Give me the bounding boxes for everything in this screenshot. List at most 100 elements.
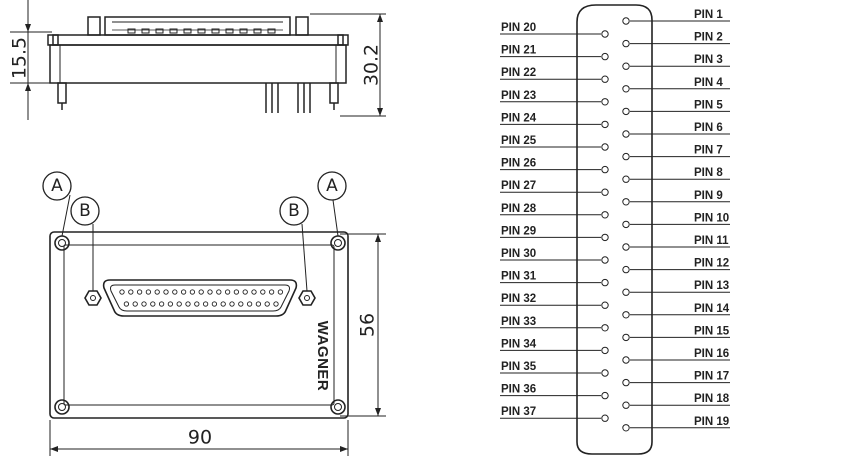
dsub-contact [277,289,284,295]
pin-contact-left [601,188,609,196]
dsub-contact [163,289,169,295]
pin-contact-left [601,414,609,422]
pin-label-right: PIN 16 [694,348,729,360]
dsub-contact [211,301,218,307]
dsub-contact [202,301,209,307]
pin-label-right: PIN 6 [694,122,723,134]
pin-label-left: PIN 24 [501,112,537,124]
callout-circles [42,171,347,226]
pin-contact-left [601,120,609,129]
pin-label-right: PIN 1 [694,9,723,21]
pin-contact-right [622,107,630,116]
pin-contact-right [622,175,630,183]
pin-contact-right [622,62,630,70]
dimension-depth: 56 [357,313,379,337]
pin-contact-right [622,311,630,319]
dsub-contact [238,301,244,307]
pin-contact-left [601,165,609,174]
dsub-contact [229,301,235,307]
dsub-contact [268,289,275,295]
pin-label-left: PIN 36 [501,384,536,396]
pin-contact-left [601,233,609,242]
pin-label-left: PIN 31 [501,271,537,283]
dsub-contact [167,301,174,307]
dsub-contact [242,289,248,295]
pin-label-right: PIN 11 [694,235,729,247]
dsub-contact [260,289,266,295]
pin-label-right: PIN 4 [694,77,723,89]
pin-label-left: PIN 37 [501,406,536,418]
pin-label-right: PIN 15 [694,325,730,337]
dsub-contact [141,301,147,307]
pin-label-left: PIN 26 [501,158,536,170]
pin-contact-left [601,256,609,264]
dsub-contact [264,301,270,307]
pin-label-left: PIN 21 [501,45,537,57]
pin-label-right: PIN 9 [694,190,723,202]
pin-contact-left [601,278,609,287]
dsub-contact [172,289,178,295]
pin-contact-left [601,346,609,355]
callout-a-right: A [326,176,338,196]
dsub-contact [150,301,156,307]
brand-logo: WAGNER [314,321,331,392]
dsub-contact [255,301,262,307]
pin-contact-right [622,265,630,274]
callout-b-left: B [79,201,91,221]
dsub-contact [207,289,213,295]
pin-contact-left [601,369,609,377]
top-view [49,194,386,456]
pin-contact-right [622,243,630,251]
pin-label-left: PIN 27 [501,180,536,192]
pin-label-right: PIN 17 [694,371,729,383]
pin-label-left: PIN 28 [501,203,537,215]
pin-label-right: PIN 12 [694,258,729,270]
pin-contact-left [601,211,609,219]
pin-label-right: PIN 7 [694,145,723,157]
side-view [10,0,386,120]
pin-contact-left [601,143,609,151]
dsub-contacts [119,289,284,307]
dsub-contact [180,289,187,295]
pin-contact-left [601,391,609,400]
dimension-height-left: 15.5 [9,37,31,79]
pin-label-right: PIN 5 [694,99,723,111]
connector-pinout-outline [576,4,653,455]
top-arrows [50,234,381,452]
pin-contact-right [622,220,630,229]
pin-label-left: PIN 33 [501,316,536,328]
callout-a-left: A [51,176,63,196]
pin-contact-right [622,198,630,206]
pin-contact-right [622,39,630,48]
dsub-contact [185,301,191,307]
dsub-contact [119,289,125,295]
dsub-contact [136,289,143,295]
dsub-contact [154,289,160,295]
pin-label-right: PIN 18 [694,393,730,405]
dsub-contact [273,301,279,307]
pin-contact-right [622,17,630,25]
pin-contact-left [601,30,609,38]
dimension-height-right: 30.2 [361,44,383,86]
pin-label-right: PIN 2 [694,32,723,44]
pin-label-left: PIN 35 [501,361,537,373]
dsub-contact [189,289,196,295]
pin-label-left: PIN 25 [501,135,537,147]
pin-contact-left [601,301,609,309]
dsub-contact [176,301,182,307]
pin-label-right: PIN 10 [694,212,729,224]
pin-contact-right [622,333,630,342]
dsub-contact [198,289,204,295]
pin-label-right: PIN 13 [694,280,729,292]
pin-label-right: PIN 14 [694,303,730,315]
dsub-contact [123,301,130,307]
pin-contact-right [622,130,630,138]
dimension-width: 90 [188,427,212,449]
side-arrows [25,14,383,116]
pin-label-left: PIN 32 [501,293,536,305]
pin-contact-left [601,75,609,83]
pin-contact-left [601,98,609,106]
pin-contact-right [622,424,630,432]
pin-label-left: PIN 29 [501,225,536,237]
